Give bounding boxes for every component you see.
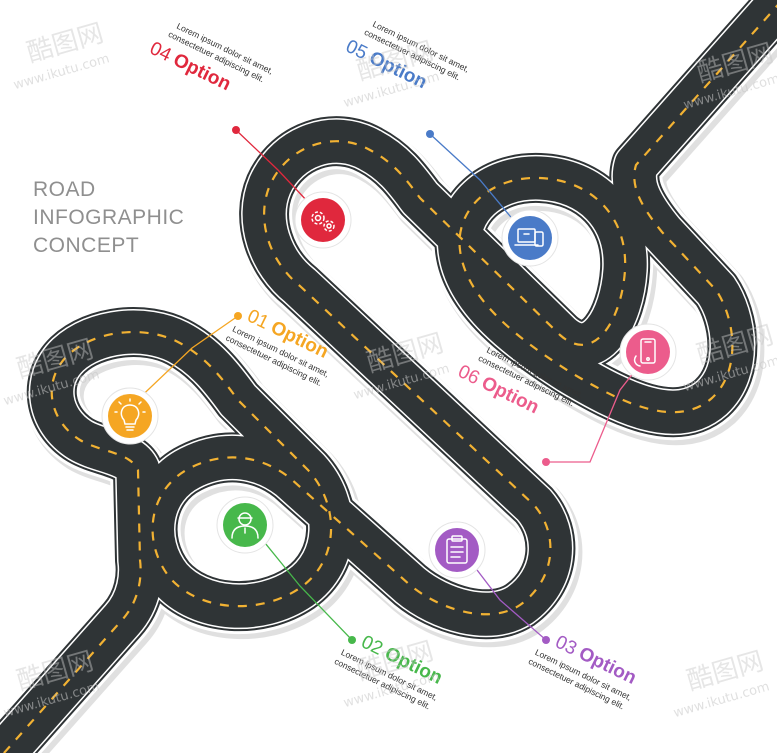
option-number-04: 04 (146, 38, 175, 66)
option-number-06: 06 (455, 361, 483, 389)
person-icon (231, 512, 259, 539)
title-line-2: INFOGRAPHIC (33, 206, 184, 229)
badge-05 (501, 209, 559, 267)
lightbulb-icon (114, 398, 146, 431)
devices-icon (514, 228, 544, 247)
watermark-9: 酷图网 www.ikutu.com (672, 646, 771, 721)
connector-dot-04 (232, 126, 240, 134)
connector-dot-05 (426, 130, 434, 138)
badge-06 (619, 323, 677, 381)
connector-01 (129, 315, 239, 408)
badge-04 (294, 191, 352, 249)
page-title: ROAD INFOGRAPHIC CONCEPT (33, 178, 184, 257)
badge-02 (216, 496, 274, 554)
title-line-1: ROAD (33, 178, 96, 201)
mobile-phone-icon (633, 338, 656, 367)
connector-dot-03 (542, 636, 550, 644)
connector-dot-01 (234, 312, 242, 320)
option-label-04: Lorem ipsum dolor sit amet, consectetuer… (146, 21, 274, 95)
connector-dot-02 (348, 636, 356, 644)
clipboard-icon (446, 535, 468, 564)
title-line-3: CONCEPT (33, 234, 139, 257)
watermark-1: 酷图网 www.ikutu.com (12, 18, 111, 93)
connector-dot-06 (542, 458, 550, 466)
badge-03 (428, 521, 486, 579)
connector-02 (251, 526, 353, 641)
badge-01 (101, 387, 159, 445)
option-badges (101, 191, 677, 579)
gears-icon (311, 211, 335, 232)
connectors (129, 126, 649, 644)
